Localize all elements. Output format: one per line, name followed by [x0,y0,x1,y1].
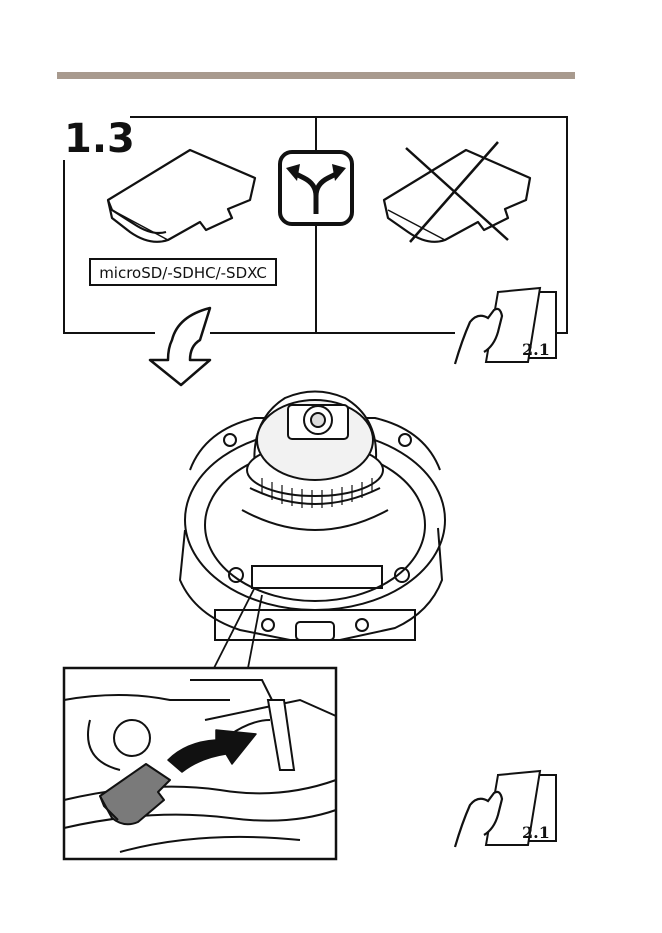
reference-page-top: 2.1 [522,340,550,359]
page-turn-hand-icon-bottom: 2.1 [455,771,556,847]
card-type-label: microSD/-SDHC/-SDXC [99,264,267,282]
down-arrow-icon [150,308,210,385]
step-number: 1.3 [64,116,135,162]
page-turn-hand-icon-top: 2.1 [455,288,556,364]
microsd-card-icon [108,150,255,242]
detail-inset [64,668,336,859]
header-rule [57,72,575,79]
sd-card-crossed-icon [384,150,530,242]
reference-page-bottom: 2.1 [522,823,550,842]
fork-arrow-icon [280,152,352,224]
